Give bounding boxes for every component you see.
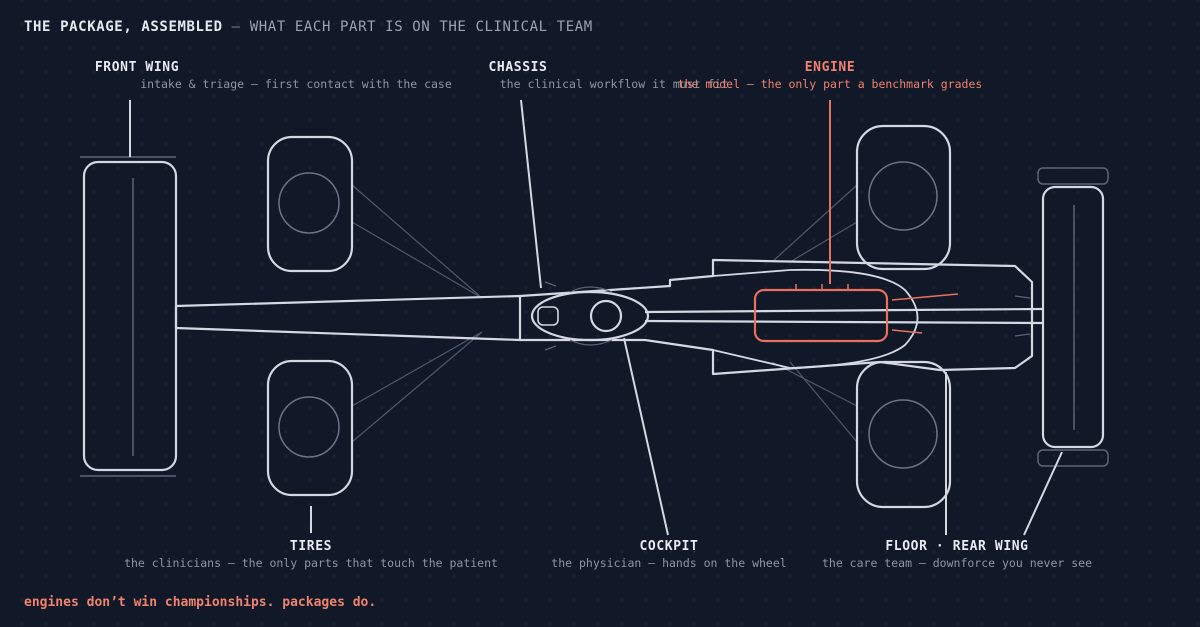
label-engine-name: ENGINE <box>804 60 856 75</box>
label-floor-rear-wing-name: FLOOR · REAR WING <box>885 539 1029 554</box>
label-tires-name: TIRES <box>289 539 333 554</box>
front-tires <box>266 135 354 497</box>
diagram-header: THE PACKAGE, ASSEMBLED — WHAT EACH PART … <box>24 19 593 35</box>
label-floor-rear-wing-desc: the care team — downforce you never see <box>821 556 1093 570</box>
cockpit-shape <box>530 281 650 351</box>
rear-tires <box>855 124 952 509</box>
rear-wing <box>1014 167 1109 467</box>
sidepod-contour <box>712 268 919 369</box>
header-title: THE PACKAGE, ASSEMBLED <box>24 19 223 35</box>
leader-rear-wing <box>1023 451 1063 536</box>
label-chassis-desc: the clinical workflow it must fit <box>499 77 729 91</box>
label-cockpit-desc: the physician — hands on the wheel <box>551 556 787 570</box>
label-tires: TIRES the clinicians — the only parts th… <box>124 539 498 571</box>
label-chassis-name: CHASSIS <box>488 60 548 75</box>
chassis-body <box>174 258 1043 376</box>
label-engine-desc: the model — the only part a benchmark gr… <box>677 77 983 91</box>
suspension-struts <box>351 184 858 443</box>
engine-block <box>753 284 959 343</box>
leader-chassis <box>520 99 542 289</box>
label-engine: ENGINE the model — the only part a bench… <box>678 60 983 92</box>
footer-tagline: engines don’t win championships. package… <box>24 595 377 610</box>
leader-cockpit <box>623 337 669 536</box>
header-separator: — <box>231 19 241 35</box>
label-chassis: CHASSIS the clinical workflow it must fi… <box>308 60 728 92</box>
label-cockpit-name: COCKPIT <box>639 539 699 554</box>
label-front-wing-desc: intake & triage — first contact with the… <box>140 77 452 91</box>
label-front-wing-name: FRONT WING <box>94 60 180 75</box>
label-front-wing: FRONT WING intake & triage — first conta… <box>0 60 452 92</box>
front-wing <box>80 156 178 477</box>
label-tires-desc: the clinicians — the only parts that tou… <box>124 556 498 570</box>
label-floor-rear-wing: FLOOR · REAR WING the care team — downfo… <box>822 539 1092 571</box>
header-subtitle: WHAT EACH PART IS ON THE CLINICAL TEAM <box>249 19 593 35</box>
label-cockpit: COCKPIT the physician — hands on the whe… <box>551 539 786 571</box>
leader-lines <box>129 99 1063 536</box>
